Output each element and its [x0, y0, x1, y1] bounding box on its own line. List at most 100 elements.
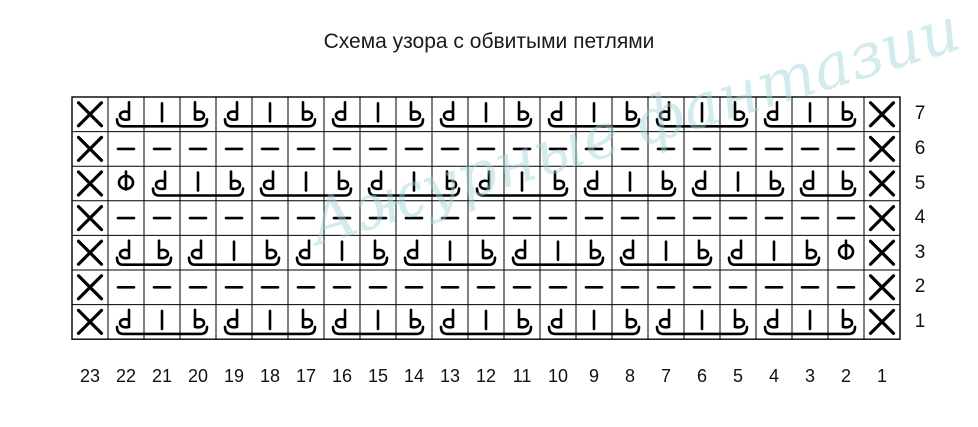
hook-left-stitch-icon	[118, 308, 131, 329]
column-number-label: 8	[624, 366, 635, 386]
group-underline-bracket	[115, 118, 209, 128]
hook-right-stitch-icon	[697, 239, 710, 260]
group-underline-bracket	[799, 187, 857, 197]
group-underline-bracket	[655, 325, 749, 336]
column-number-label: 10	[547, 366, 569, 386]
hook-left-stitch-icon	[226, 101, 239, 121]
hook-right-stitch-icon	[409, 308, 422, 329]
column-number-label: 2	[840, 366, 851, 386]
phi-stitch-loop-icon	[117, 174, 135, 191]
hook-left-stitch-icon	[622, 239, 635, 260]
hook-right-stitch-icon	[337, 170, 350, 191]
column-number-label: 19	[223, 366, 245, 386]
hook-right-stitch-icon	[841, 308, 854, 329]
group-underline-bracket	[223, 118, 317, 128]
group-underline-bracket	[763, 118, 857, 128]
hook-left-stitch-icon	[658, 101, 671, 121]
group-underline-bracket	[259, 187, 353, 197]
cross-edge-stitch-icon	[76, 101, 104, 128]
hook-right-stitch-icon	[589, 239, 602, 260]
column-number-label: 21	[151, 366, 173, 386]
hook-left-stitch-icon	[154, 170, 167, 191]
cross-edge-stitch-icon	[868, 205, 896, 232]
row-number-label: 3	[914, 241, 926, 263]
column-number-label: 16	[331, 366, 353, 386]
hook-left-stitch-icon	[406, 239, 419, 260]
column-number-label: 9	[588, 366, 599, 386]
group-underline-bracket	[151, 187, 245, 197]
hook-right-stitch-icon	[517, 308, 530, 329]
hook-left-stitch-icon	[658, 308, 671, 329]
column-number-label: 12	[475, 366, 497, 386]
hook-right-stitch-icon	[625, 101, 638, 121]
group-underline-bracket	[691, 187, 785, 197]
hook-right-stitch-icon	[193, 308, 206, 329]
hook-left-stitch-icon	[226, 308, 239, 329]
group-underline-bracket	[115, 256, 173, 266]
hook-right-stitch-icon	[553, 170, 566, 191]
group-underline-bracket	[547, 325, 641, 336]
cross-edge-stitch-icon	[868, 239, 896, 266]
hook-left-stitch-icon	[298, 239, 311, 260]
group-underline-bracket	[475, 187, 569, 197]
hook-right-stitch-icon	[481, 239, 494, 260]
hook-left-stitch-icon	[442, 101, 455, 121]
hook-right-stitch-icon	[445, 170, 458, 191]
row-number-label: 7	[914, 103, 926, 125]
hook-left-stitch-icon	[694, 170, 707, 191]
group-underline-bracket	[619, 256, 713, 266]
group-underline-bracket	[187, 256, 281, 266]
cross-edge-stitch-icon	[868, 135, 896, 162]
hook-right-stitch-icon	[517, 101, 530, 121]
group-underline-bracket	[367, 187, 461, 197]
group-underline-bracket	[331, 118, 425, 128]
hook-left-stitch-icon	[802, 170, 815, 191]
hook-right-stitch-icon	[409, 101, 422, 121]
group-underline-bracket	[655, 118, 749, 128]
row-number-label: 1	[914, 310, 926, 332]
hook-left-stitch-icon	[766, 308, 779, 329]
column-number-label: 14	[403, 366, 425, 386]
hook-right-stitch-icon	[265, 239, 278, 260]
cross-edge-stitch-icon	[76, 239, 104, 266]
hook-right-stitch-icon	[301, 308, 314, 329]
hook-right-stitch-icon	[841, 101, 854, 121]
grid-frame	[71, 96, 901, 340]
hook-left-stitch-icon	[730, 239, 743, 260]
hook-right-stitch-icon	[805, 239, 818, 260]
group-underline-bracket	[583, 187, 677, 197]
hook-right-stitch-icon	[193, 101, 206, 121]
phi-stitch-loop-icon	[837, 243, 855, 260]
hook-left-stitch-icon	[370, 170, 383, 191]
hook-left-stitch-icon	[118, 239, 131, 260]
group-underline-bracket	[511, 256, 605, 266]
hook-left-stitch-icon	[478, 170, 491, 191]
hook-left-stitch-icon	[514, 239, 527, 260]
column-number-label: 23	[79, 366, 101, 386]
column-number-label: 4	[768, 366, 779, 386]
column-number-label: 3	[804, 366, 815, 386]
hook-right-stitch-icon	[229, 170, 242, 191]
group-underline-bracket	[439, 118, 533, 128]
hook-right-stitch-icon	[301, 101, 314, 121]
hook-left-stitch-icon	[334, 308, 347, 329]
hook-left-stitch-icon	[118, 101, 131, 121]
hook-left-stitch-icon	[586, 170, 599, 191]
column-number-label: 17	[295, 366, 317, 386]
row-number-label: 2	[914, 276, 926, 298]
group-underline-bracket	[115, 325, 209, 336]
row-number-label: 6	[914, 137, 926, 159]
group-underline-bracket	[331, 325, 425, 336]
group-underline-bracket	[439, 325, 533, 336]
hook-right-stitch-icon	[769, 170, 782, 191]
group-underline-bracket	[295, 256, 389, 266]
hook-right-stitch-icon	[661, 170, 674, 191]
column-number-label: 5	[732, 366, 743, 386]
cross-edge-stitch-icon	[76, 135, 104, 162]
cross-edge-stitch-icon	[76, 205, 104, 232]
cross-edge-stitch-icon	[868, 101, 896, 128]
hook-right-stitch-icon	[733, 101, 746, 121]
group-underline-bracket	[403, 256, 497, 266]
